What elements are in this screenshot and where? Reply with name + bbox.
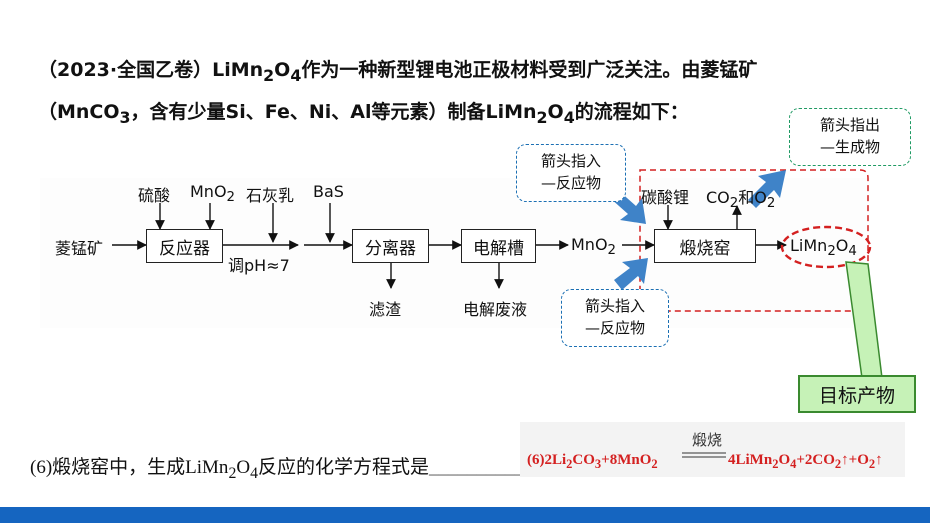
- bottom-accent-bar: [0, 507, 930, 523]
- li2co3-label: 碳酸锂: [641, 188, 690, 207]
- mno2-output-label: MnO2: [571, 235, 617, 259]
- kiln-box: 煅烧窑: [654, 229, 756, 263]
- target-product-callout: 目标产物: [798, 375, 916, 413]
- note-arrow-in-bottom: 箭头指入 —反应物: [561, 289, 669, 347]
- gas-output-label: CO2和O2: [706, 188, 776, 212]
- residue-label: 滤渣: [369, 300, 402, 319]
- hint-arrow-out: [748, 170, 786, 208]
- product-ellipse: [780, 225, 872, 269]
- answer-equation-right: 4LiMn2O4+2CO2↑+O2↑: [728, 452, 883, 471]
- ph-adjust-label: 调pH≈7: [228, 256, 290, 275]
- hint-arrow-in-bottom: [614, 258, 648, 290]
- problem-statement: （2023·全国乙卷）LiMn2O4作为一种新型锂电池正极材料受到广泛关注。由菱…: [38, 52, 908, 136]
- connector-arrows: [112, 203, 787, 289]
- product-label: LiMn2O4: [790, 236, 857, 260]
- waste-liquid-label: 电解废液: [463, 300, 528, 319]
- electrolyzer-box: 电解槽: [461, 229, 536, 263]
- reagent-mno2: MnO2: [190, 182, 236, 206]
- problem-line-2: （MnCO3，含有少量Si、Fe、Ni、Al等元素）制备LiMn2O4的流程如下…: [38, 100, 689, 127]
- reagent-bas: BaS: [313, 182, 344, 201]
- note-arrow-in-top: 箭头指入 —反应物: [516, 144, 626, 202]
- reaction-condition: 煅烧: [692, 431, 723, 449]
- raw-material-label: 菱锰矿: [55, 239, 104, 258]
- reactor-box: 反应器: [146, 229, 223, 263]
- separator-box: 分离器: [352, 229, 429, 263]
- target-pointer: [845, 261, 883, 379]
- condition-equal-lines: [682, 452, 726, 458]
- answer-equation-left: (6)2Li2CO3+8MnO2: [527, 452, 658, 471]
- problem-line-1: （2023·全国乙卷）LiMn2O4作为一种新型锂电池正极材料受到广泛关注。由菱…: [38, 59, 758, 85]
- kiln-region-dashed: [639, 169, 869, 312]
- answer-highlight: [520, 422, 905, 477]
- reagent-lime: 石灰乳: [246, 186, 295, 205]
- reagent-sulfuric-acid: 硫酸: [138, 186, 171, 205]
- note-arrow-out: 箭头指出 —生成物: [789, 108, 911, 166]
